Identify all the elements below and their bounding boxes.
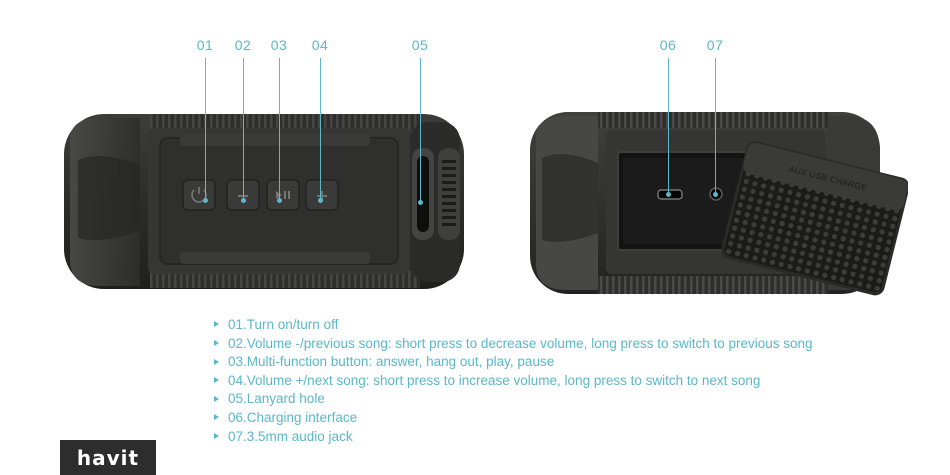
- list-item: 06.Charging interface: [214, 409, 813, 428]
- list-item: 01.Turn on/turn off: [214, 316, 813, 335]
- bullet-arrow-icon: [214, 358, 219, 365]
- callout-07: 07: [706, 37, 724, 53]
- havit-logo: havit: [60, 440, 156, 475]
- list-item: 04.Volume +/next song: short press to in…: [214, 372, 813, 391]
- bullet-arrow-icon: [214, 414, 219, 421]
- callout-03: 03: [270, 37, 288, 53]
- volume-up-button[interactable]: [305, 179, 339, 211]
- speaker-port-side-view: AUX USB CHARGE: [530, 112, 908, 296]
- callout-01: 01: [196, 37, 214, 53]
- list-item: 03.Multi-function button: answer, hang o…: [214, 353, 813, 372]
- callout-02: 02: [234, 37, 252, 53]
- power-button[interactable]: [182, 179, 216, 211]
- speaker-button-side-view: [64, 114, 464, 289]
- callout-05: 05: [411, 37, 429, 53]
- bullet-arrow-icon: [214, 377, 219, 384]
- list-item: 07.3.5mm audio jack: [214, 428, 813, 447]
- bullet-arrow-icon: [214, 340, 219, 347]
- list-item: 05.Lanyard hole: [214, 390, 813, 409]
- multi-function-button[interactable]: [266, 179, 300, 211]
- bullet-arrow-icon: [214, 395, 219, 402]
- list-item: 02.Volume -/previous song: short press t…: [214, 335, 813, 354]
- feature-list: 01.Turn on/turn off 02.Volume -/previous…: [214, 316, 813, 446]
- callout-04: 04: [311, 37, 329, 53]
- bullet-arrow-icon: [214, 321, 219, 328]
- callout-06: 06: [659, 37, 677, 53]
- bullet-arrow-icon: [214, 433, 219, 439]
